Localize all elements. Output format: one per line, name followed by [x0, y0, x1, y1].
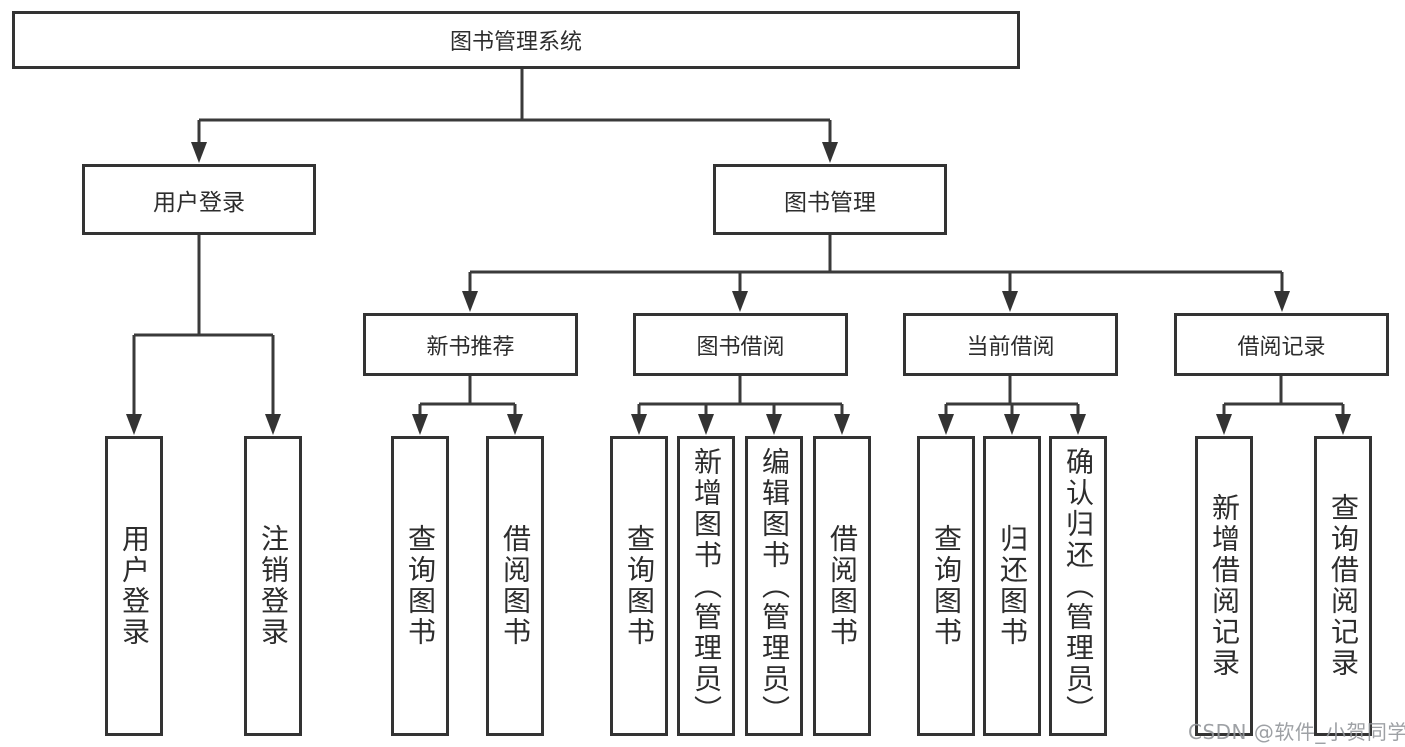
- arrowhead-icon: [1216, 414, 1232, 435]
- arrowhead-icon: [698, 414, 714, 435]
- arrowhead-icon: [507, 414, 523, 435]
- arrowhead-icon: [732, 291, 748, 312]
- node-label: 图书借阅: [696, 334, 785, 360]
- borrowing-records-connectors: [1216, 376, 1351, 435]
- node-label: 当前借阅: [966, 334, 1055, 360]
- node-book-management: 图书管理: [713, 164, 947, 235]
- leaf-recommend-borrow-book: 借阅图书: [486, 436, 544, 736]
- root-to-level2-connectors: [191, 69, 838, 163]
- arrowhead-icon: [766, 414, 782, 435]
- leaf-add-borrow-record: 新增借阅记录: [1195, 436, 1253, 736]
- leaf-borrow-book: 借阅图书: [813, 436, 871, 736]
- node-current-borrowing: 当前借阅: [903, 313, 1118, 376]
- leaf-label: 借阅图书: [826, 524, 859, 648]
- leaf-label: 借阅图书: [499, 524, 532, 648]
- node-label: 用户登录: [153, 189, 245, 216]
- leaf-label: 查询借阅记录: [1327, 493, 1360, 679]
- arrowhead-icon: [834, 414, 850, 435]
- arrowhead-icon: [1004, 414, 1020, 435]
- arrowhead-icon: [265, 414, 281, 435]
- leaf-label: 编辑图书（管理员）: [758, 446, 791, 726]
- book-management-connectors: [462, 235, 1290, 312]
- arrowhead-icon: [1070, 414, 1086, 435]
- arrowhead-icon: [1002, 291, 1018, 312]
- leaf-label: 归还图书: [996, 524, 1029, 648]
- node-user-login: 用户登录: [82, 164, 316, 235]
- node-borrowing-records: 借阅记录: [1174, 313, 1389, 376]
- arrowhead-icon: [631, 414, 647, 435]
- node-new-book-recommendation: 新书推荐: [363, 313, 578, 376]
- leaf-return-book: 归还图书: [983, 436, 1041, 736]
- node-label: 借阅记录: [1237, 334, 1326, 360]
- leaf-label: 查询图书: [930, 524, 963, 648]
- leaf-current-query-book: 查询图书: [917, 436, 975, 736]
- node-library-management-system: 图书管理系统: [12, 11, 1020, 69]
- user-login-connectors: [126, 235, 281, 435]
- arrowhead-icon: [126, 414, 142, 435]
- csdn-watermark: CSDN @软件_小贺同学: [1188, 720, 1405, 744]
- node-label: 新书推荐: [426, 334, 515, 360]
- arrowhead-icon: [938, 414, 954, 435]
- book-borrowing-connectors: [631, 376, 850, 435]
- new-book-recommendation-connectors: [412, 376, 523, 435]
- leaf-query-borrow-record: 查询借阅记录: [1314, 436, 1372, 736]
- arrowhead-icon: [191, 142, 207, 163]
- leaf-label: 新增借阅记录: [1208, 493, 1241, 679]
- leaf-add-book-admin: 新增图书（管理员）: [677, 436, 735, 736]
- leaf-logout: 注销登录: [244, 436, 302, 736]
- arrowhead-icon: [412, 414, 428, 435]
- leaf-label: 确认归还（管理员）: [1062, 446, 1095, 726]
- node-book-borrowing: 图书借阅: [633, 313, 848, 376]
- arrowhead-icon: [1335, 414, 1351, 435]
- leaf-confirm-return-admin: 确认归还（管理员）: [1049, 436, 1107, 736]
- arrowhead-icon: [822, 142, 838, 163]
- node-label: 图书管理: [784, 189, 876, 216]
- arrowhead-icon: [462, 291, 478, 312]
- leaf-user-login-action: 用户登录: [105, 436, 163, 736]
- leaf-label: 注销登录: [257, 524, 290, 648]
- leaf-edit-book-admin: 编辑图书（管理员）: [745, 436, 803, 736]
- leaf-label: 用户登录: [118, 524, 151, 648]
- leaf-label: 查询图书: [404, 524, 437, 648]
- leaf-label: 新增图书（管理员）: [690, 446, 723, 726]
- leaf-label: 查询图书: [623, 524, 656, 648]
- node-label: 图书管理系统: [449, 30, 582, 55]
- leaf-borrowing-query-book: 查询图书: [610, 436, 668, 736]
- arrowhead-icon: [1274, 291, 1290, 312]
- leaf-recommend-query-book: 查询图书: [391, 436, 449, 736]
- current-borrowing-connectors: [938, 376, 1086, 435]
